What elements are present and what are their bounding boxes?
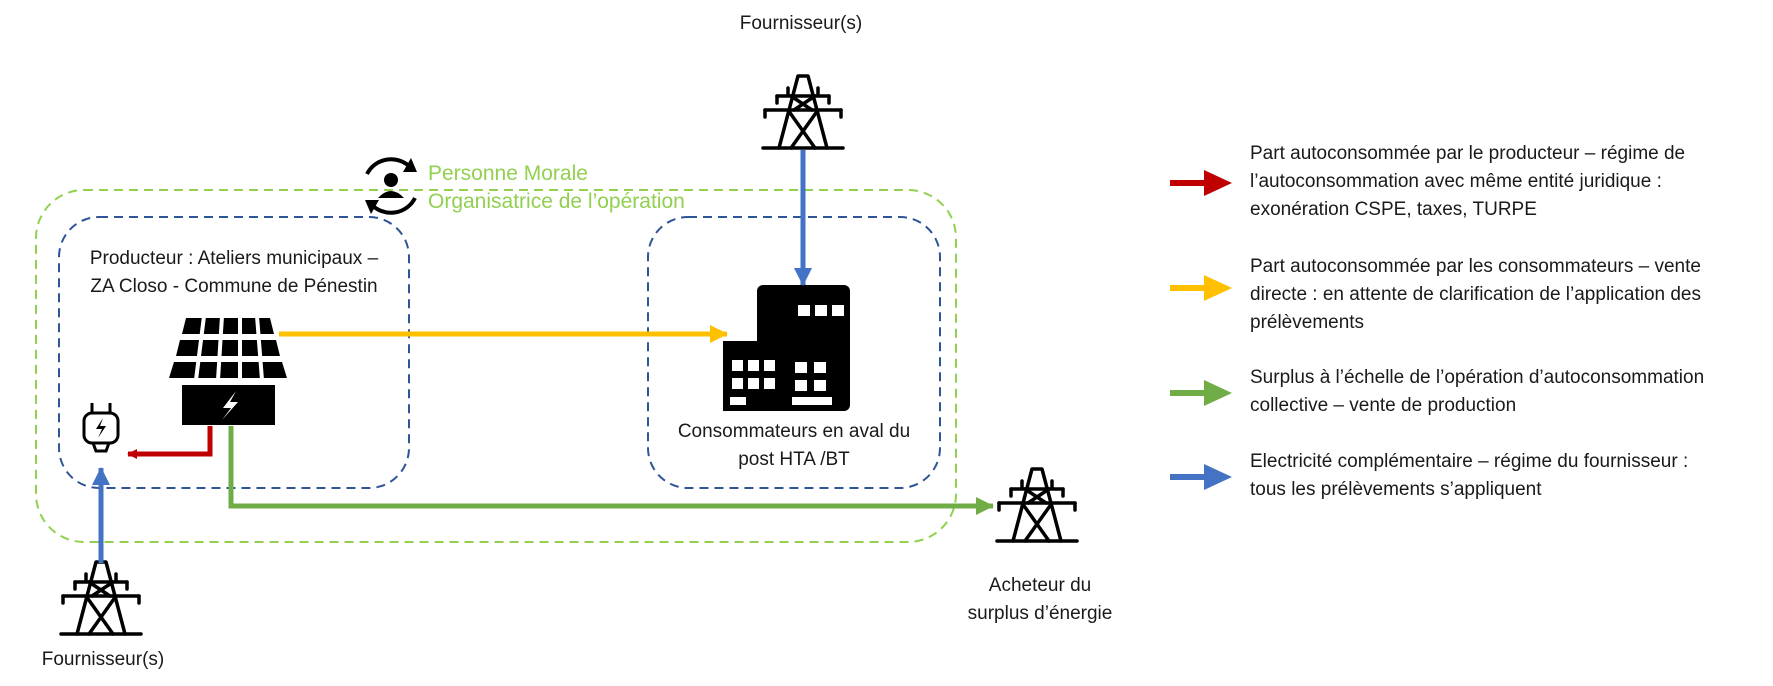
legend-red-line2: l’autoconsommation avec même entité juri…: [1250, 171, 1662, 192]
legend-green-line1: Surplus à l’échelle de l’opération d’aut…: [1250, 367, 1705, 388]
producer-label-line1: Producteur : Ateliers municipaux –: [89, 248, 379, 269]
buyer-label-line2: surplus d’énergie: [967, 603, 1113, 624]
legend-arrow-red: [1170, 180, 1206, 186]
consumers-boundary: [647, 216, 941, 489]
legend-arrows: [1170, 170, 1232, 490]
legend-arrow-yellow: [1170, 285, 1206, 291]
buyer-label-line1: Acheteur du: [988, 575, 1092, 596]
producer-label-line2: ZA Closo - Commune de Pénestin: [90, 276, 378, 297]
legend-red-line1: Part autoconsommée par le producteur – r…: [1250, 143, 1686, 164]
legend-item-yellow: Part autoconsommée par les consommateurs…: [1250, 253, 1770, 337]
legend-blue-line2: tous les prélèvements s’appliquent: [1250, 479, 1542, 500]
electric-plug-icon: [82, 403, 120, 453]
legend-arrow-blue: [1170, 474, 1206, 480]
producer-boundary: [58, 216, 410, 489]
consumers-label-line1: Consommateurs en aval du: [677, 421, 911, 442]
legend-item-green: Surplus à l’échelle de l’opération d’aut…: [1250, 364, 1770, 420]
user-cycle-icon: [365, 157, 417, 215]
flow-arrow-green: [228, 426, 994, 515]
organizer-label-line1: Personne Morale: [428, 162, 588, 185]
legend-arrowhead-green: [1204, 380, 1232, 406]
legend-arrowhead-yellow: [1204, 275, 1232, 301]
legend-yellow-line2: directe : en attente de clarification de…: [1250, 284, 1701, 305]
legend-yellow-line1: Part autoconsommée par les consommateurs…: [1250, 256, 1701, 277]
supplier-bottom-pylon-icon: [59, 560, 143, 636]
legend-arrow-green: [1170, 390, 1206, 396]
supplier-bottom-label: Fournisseur(s): [41, 649, 165, 670]
legend-item-red: Part autoconsommée par le producteur – r…: [1250, 140, 1770, 224]
organizer-label-line2: Organisatrice de l’opération: [428, 190, 685, 213]
supplier-top-label: Fournisseur(s): [739, 13, 863, 34]
legend-green-line2: collective – vente de production: [1250, 395, 1517, 416]
flow-arrow-red: [127, 426, 213, 459]
legend-blue-line1: Electricité complémentaire – régime du f…: [1250, 451, 1689, 472]
legend-red-line3: exonération CSPE, taxes, TURPE: [1250, 199, 1537, 220]
solar-panel-icon: [169, 315, 287, 425]
supplier-top-pylon-icon: [761, 74, 845, 150]
legend-arrowhead-blue: [1204, 464, 1232, 490]
consumers-label-line2: post HTA /BT: [738, 449, 850, 470]
legend-item-blue: Electricité complémentaire – régime du f…: [1250, 448, 1770, 504]
organizer-boundary: [35, 189, 957, 543]
buyer-pylon-icon: [995, 467, 1079, 543]
legend-yellow-line3: prélèvements: [1250, 312, 1365, 333]
buildings-icon: [723, 285, 850, 411]
legend-arrowhead-red: [1204, 170, 1232, 196]
